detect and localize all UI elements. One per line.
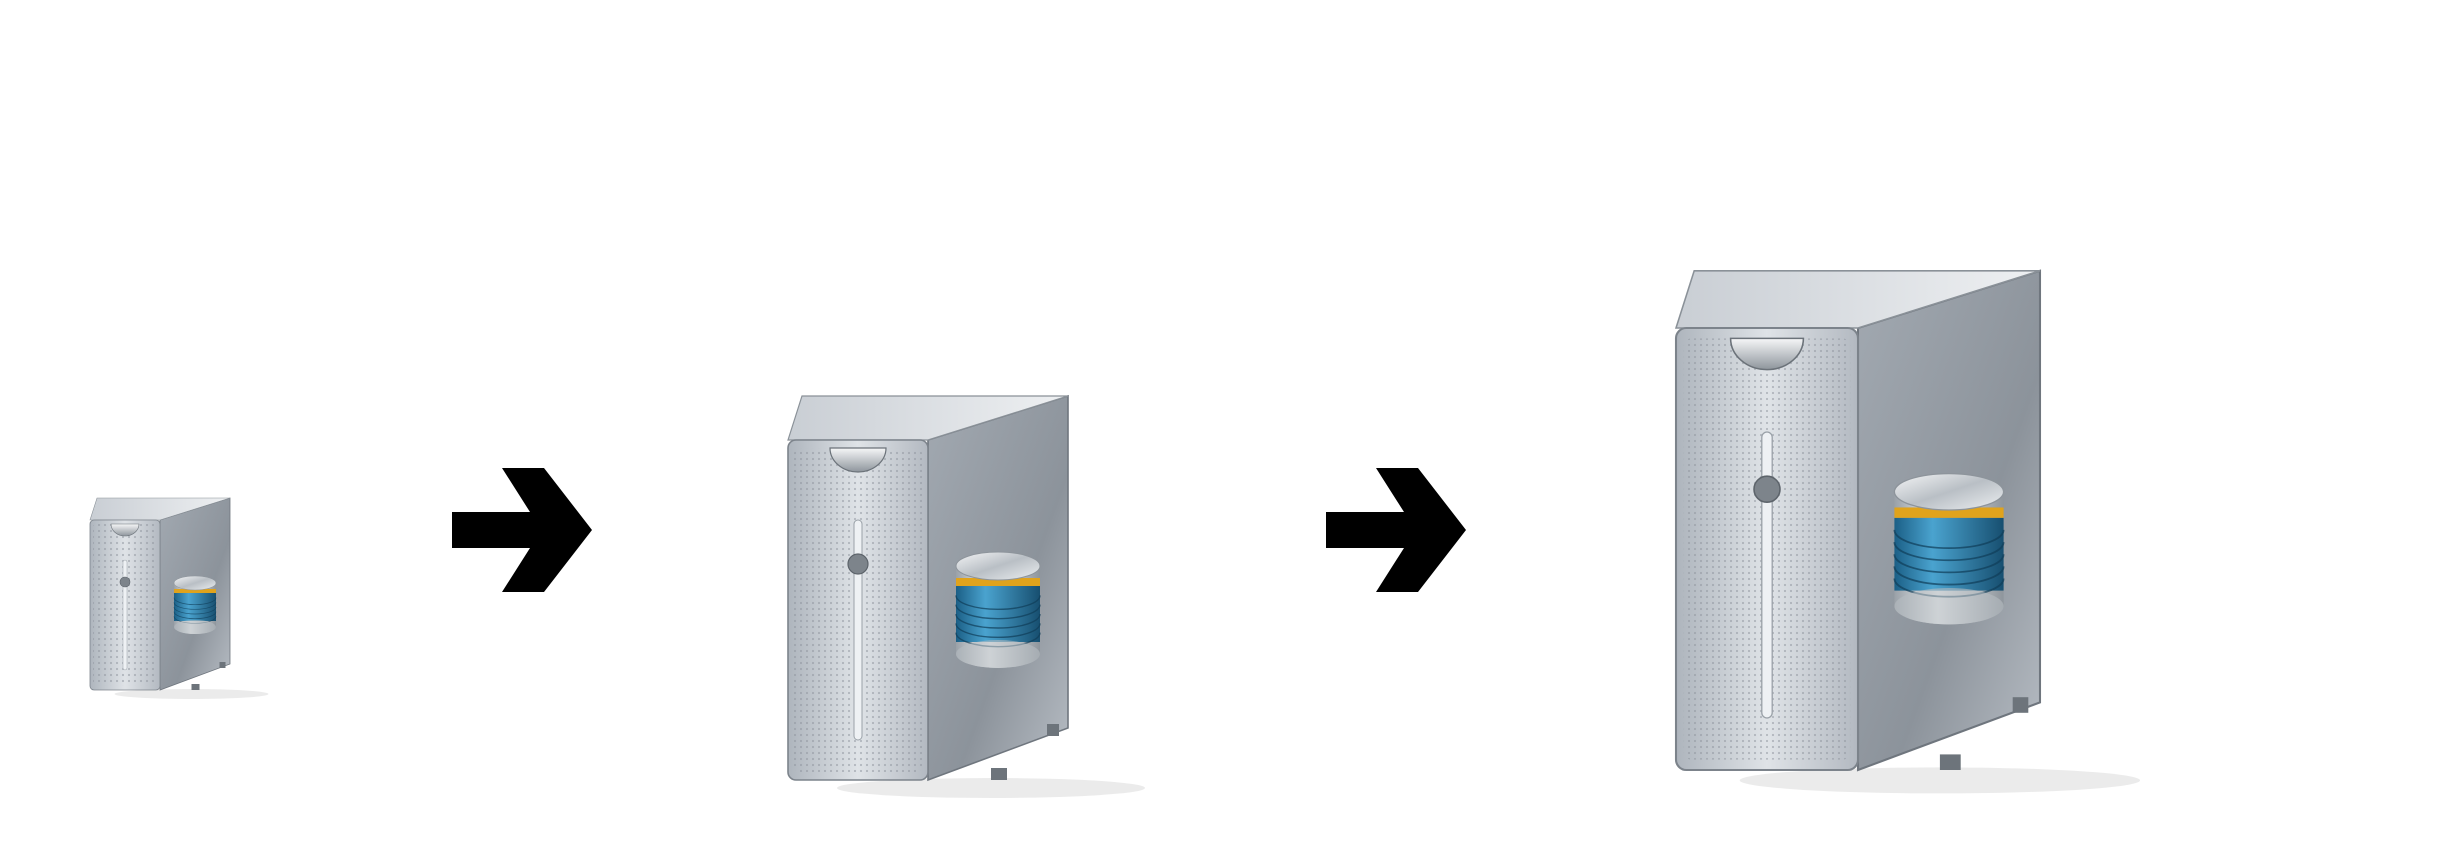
power-button-icon	[1753, 475, 1781, 503]
database-server-icon	[787, 394, 1145, 798]
power-dome-icon	[1729, 337, 1805, 371]
database-bottom	[956, 640, 1040, 668]
power-button-icon	[119, 576, 131, 588]
arrow-right-icon	[452, 468, 592, 592]
platter-line	[173, 602, 217, 610]
database-lid	[1893, 472, 2005, 511]
platter-line	[173, 606, 217, 615]
database-server-icon	[1674, 269, 2141, 794]
server-shadow	[114, 689, 269, 699]
server-foot	[191, 684, 200, 690]
database-platters	[1894, 517, 2004, 591]
server-foot	[1939, 754, 1961, 770]
platter-line	[955, 604, 1041, 620]
database-gold-ring	[174, 589, 216, 593]
database-bottom	[1894, 588, 2004, 625]
arrow-right-icon	[1326, 468, 1466, 592]
drive-slot	[853, 519, 863, 741]
platter-line	[955, 623, 1041, 639]
server-foot	[2012, 697, 2029, 713]
platter-line	[1893, 529, 2005, 550]
platter-line	[1893, 554, 2005, 574]
database-platters	[956, 586, 1040, 642]
platter-line	[1893, 566, 2005, 586]
platter-line	[1893, 541, 2005, 562]
platter-line	[955, 595, 1041, 611]
database-lid	[955, 551, 1041, 581]
server-shadow	[1739, 767, 2141, 794]
database-platters	[174, 593, 216, 621]
platter-line	[955, 613, 1041, 629]
platter-line	[173, 597, 217, 606]
server-foot	[1047, 724, 1059, 736]
server-shadow	[837, 778, 1145, 798]
arrow-shape	[1326, 468, 1466, 592]
server-foot	[219, 662, 226, 668]
database-server-icon	[89, 497, 269, 699]
arrow-shape	[452, 468, 592, 592]
database-icon	[955, 551, 1041, 668]
database-bottom	[174, 620, 216, 634]
database-icon	[173, 575, 217, 634]
database-gold-ring	[956, 578, 1040, 586]
platter-line	[173, 611, 217, 620]
server-foot	[991, 768, 1007, 780]
database-icon	[1893, 472, 2005, 625]
power-button-icon	[847, 553, 869, 575]
database-gold-ring	[1894, 507, 2004, 518]
drive-slot	[122, 559, 128, 671]
drive-slot	[1761, 431, 1773, 719]
power-dome-icon	[829, 447, 887, 473]
power-dome-icon	[110, 523, 140, 537]
database-lid	[173, 575, 217, 591]
